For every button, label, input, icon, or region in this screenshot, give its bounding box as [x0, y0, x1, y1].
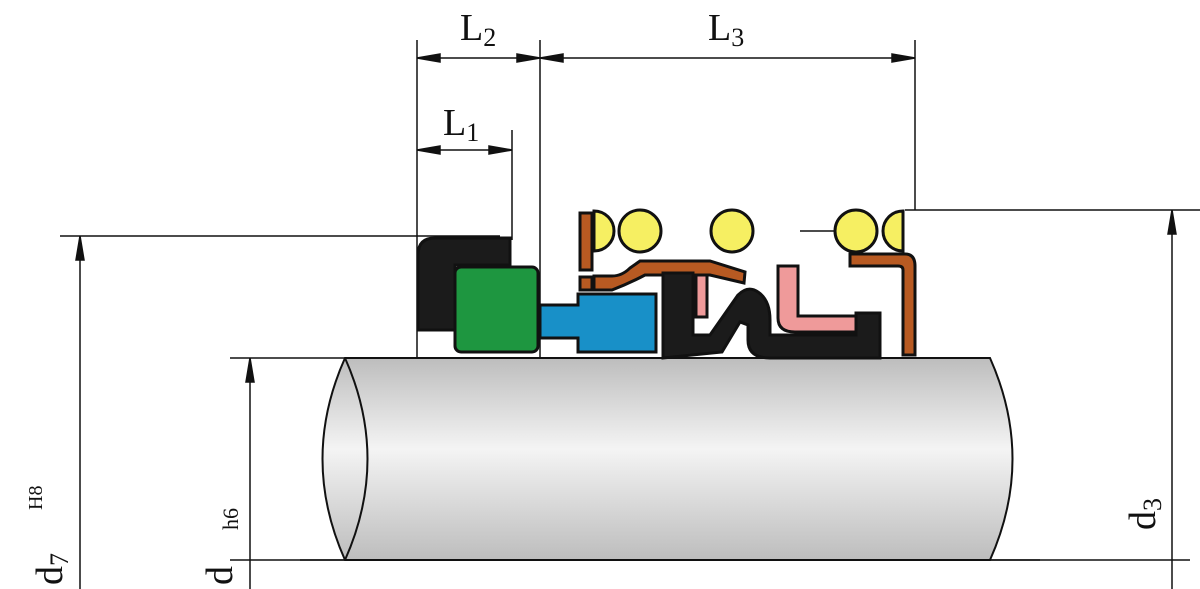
shaft — [321, 357, 1014, 561]
label-L3: L3 — [708, 7, 744, 52]
label-d-tolerance: h6 — [218, 508, 243, 530]
elastomer-boot — [416, 236, 512, 332]
dimension-lines — [75, 53, 1177, 589]
copper-retainer-right — [848, 252, 917, 357]
pink-insert — [694, 273, 709, 319]
extension-lines — [60, 40, 1200, 561]
blue-face-ring — [538, 292, 658, 354]
elastomer-bellows — [661, 271, 882, 360]
label-d3: d3 — [1122, 498, 1167, 530]
springs — [592, 208, 905, 254]
copper-retainer-left — [578, 211, 594, 292]
label-d: d — [199, 566, 241, 585]
label-d7-tolerance: H8 — [25, 486, 47, 510]
pink-drive-band — [776, 264, 858, 334]
label-L2: L2 — [460, 7, 496, 52]
copper-sleeve — [592, 259, 747, 292]
seal-assembly — [416, 208, 917, 360]
green-seat-ring — [453, 265, 540, 354]
label-L1: L1 — [443, 102, 479, 147]
label-d7: d7 — [29, 553, 74, 585]
